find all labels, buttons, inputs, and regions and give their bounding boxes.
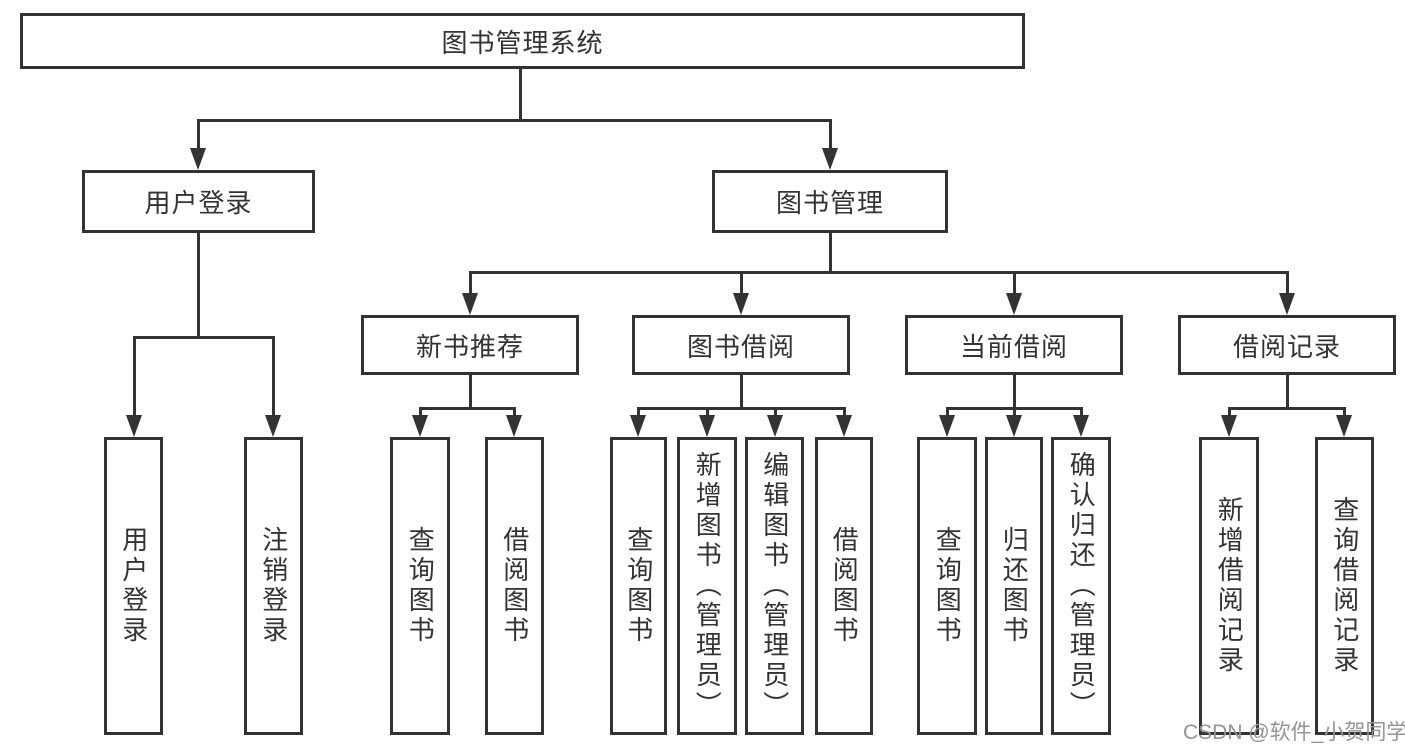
node-label: 新增借阅记录 <box>1214 496 1245 676</box>
csdn-watermark: CSDN @软件_小贺同学 <box>1183 721 1405 744</box>
leaf-user-login: 用户登录 <box>104 437 163 735</box>
connector-drop <box>945 408 949 416</box>
node-label: 确认归还（管理员） <box>1066 451 1097 721</box>
node-label: 编辑图书（管理员） <box>759 451 790 721</box>
node-label: 归还图书 <box>999 526 1030 646</box>
connector-borrow-records-stem <box>1285 375 1289 408</box>
leaf-query-borrow-record: 查询借阅记录 <box>1315 437 1374 735</box>
node-label: 查询图书 <box>623 526 654 646</box>
arrow-down-icon <box>1006 415 1022 437</box>
connector-drop <box>1227 408 1231 416</box>
arrow-down-icon <box>939 415 955 437</box>
arrow-down-icon <box>462 293 478 315</box>
node-label: 查询图书 <box>405 526 436 646</box>
connector-borrow-records-branch <box>1227 406 1346 410</box>
connector-drop <box>1012 408 1016 416</box>
node-current-borrowing: 当前借阅 <box>905 315 1123 375</box>
node-label: 借阅图书 <box>499 526 530 646</box>
leaf-confirm-return-admin: 确认归还（管理员） <box>1051 437 1111 735</box>
node-label: 当前借阅 <box>959 331 1068 362</box>
node-new-book-recommend: 新书推荐 <box>361 315 579 375</box>
leaf-logout: 注销登录 <box>244 437 303 735</box>
arrow-down-icon <box>1221 415 1237 437</box>
arrow-down-icon <box>836 415 852 437</box>
node-label: 注销登录 <box>258 526 289 646</box>
node-label: 查询图书 <box>932 526 963 646</box>
connector-new-book-branch <box>418 406 516 410</box>
connector-user-login-branch <box>132 335 275 339</box>
node-label: 新增图书（管理员） <box>692 451 723 721</box>
connector-drop <box>773 408 777 416</box>
arrow-down-icon <box>506 415 522 437</box>
connector-drop <box>418 408 422 416</box>
connector-book-mgmt-branch <box>468 270 1289 274</box>
arrow-down-icon <box>1279 293 1295 315</box>
connector-drop <box>1012 272 1016 294</box>
node-book-management: 图书管理 <box>712 170 948 233</box>
node-library-system: 图书管理系统 <box>20 13 1025 69</box>
connector-drop <box>132 337 136 416</box>
leaf-query-books-borrowing: 查询图书 <box>610 437 667 735</box>
connector-book-borrow-branch <box>636 406 846 410</box>
connector-root-branch <box>196 118 832 122</box>
connector-current-borrow-stem <box>1012 375 1016 408</box>
node-label: 借阅图书 <box>829 526 860 646</box>
leaf-query-books-current: 查询图书 <box>917 437 977 735</box>
connector-user-login-stem <box>196 233 200 337</box>
connector-drop <box>1285 272 1289 294</box>
arrow-down-icon <box>699 415 715 437</box>
node-label: 图书借阅 <box>686 331 795 362</box>
node-user-login: 用户登录 <box>82 170 315 233</box>
arrow-down-icon <box>1006 293 1022 315</box>
arrow-down-icon <box>822 148 838 170</box>
connector-drop <box>468 272 472 294</box>
leaf-add-borrow-record: 新增借阅记录 <box>1199 437 1259 735</box>
arrow-down-icon <box>126 415 142 437</box>
connector-drop <box>512 408 516 416</box>
arrow-down-icon <box>767 415 783 437</box>
node-label: 图书管理系统 <box>441 27 604 58</box>
connector-new-book-stem <box>468 375 472 408</box>
connector-drop <box>705 408 709 416</box>
node-label: 用户登录 <box>144 188 253 218</box>
node-book-borrowing: 图书借阅 <box>632 315 850 375</box>
connector-drop <box>1079 408 1083 416</box>
connector-drop <box>828 120 832 149</box>
node-label: 新书推荐 <box>415 331 524 362</box>
node-borrow-records: 借阅记录 <box>1178 315 1396 375</box>
node-label: 图书管理 <box>775 188 884 218</box>
arrow-down-icon <box>1336 415 1352 437</box>
leaf-return-books: 归还图书 <box>985 437 1043 735</box>
leaf-borrow-books: 借阅图书 <box>815 437 873 735</box>
arrow-down-icon <box>190 148 206 170</box>
leaf-borrow-books-recommend: 借阅图书 <box>485 437 544 735</box>
leaf-query-books-recommend: 查询图书 <box>390 437 450 735</box>
node-label: 查询借阅记录 <box>1329 496 1360 676</box>
connector-book-borrow-stem <box>739 375 743 408</box>
connector-drop <box>739 272 743 294</box>
connector-drop <box>271 337 275 416</box>
connector-book-mgmt-stem <box>828 233 832 272</box>
connector-root-stem <box>518 69 522 120</box>
node-label: 借阅记录 <box>1232 331 1341 362</box>
connector-drop <box>636 408 640 416</box>
leaf-add-books-admin: 新增图书（管理员） <box>677 437 737 735</box>
arrow-down-icon <box>1073 415 1089 437</box>
node-label: 用户登录 <box>118 526 149 646</box>
arrow-down-icon <box>733 293 749 315</box>
connector-drop <box>842 408 846 416</box>
connector-drop <box>196 120 200 149</box>
connector-drop <box>1342 408 1346 416</box>
arrow-down-icon <box>412 415 428 437</box>
arrow-down-icon <box>630 415 646 437</box>
leaf-edit-books-admin: 编辑图书（管理员） <box>745 437 804 735</box>
arrow-down-icon <box>265 415 281 437</box>
